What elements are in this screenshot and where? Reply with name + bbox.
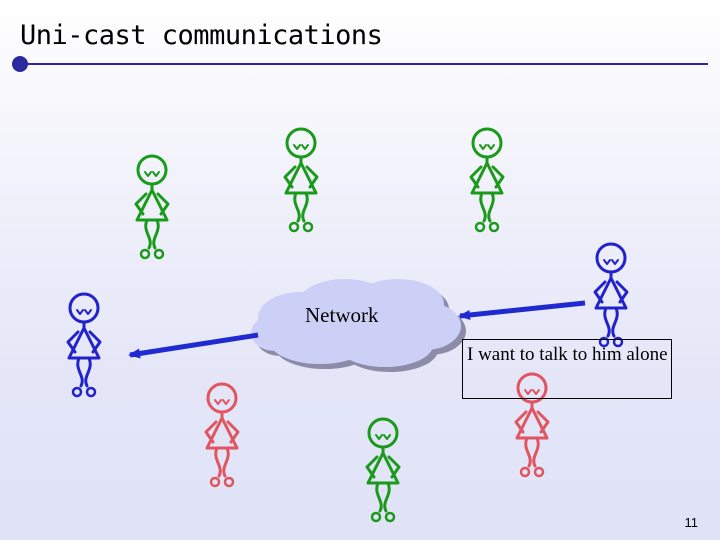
network-cloud xyxy=(251,279,466,372)
person-figure-group-member xyxy=(283,127,319,233)
person-figure-sender xyxy=(593,242,629,348)
person-figure-non-member xyxy=(514,372,550,478)
speech-callout-box xyxy=(462,339,672,399)
network-label: Network xyxy=(305,303,379,327)
arrow-sender-to-network xyxy=(458,300,586,320)
person-figure-group-member xyxy=(365,417,401,523)
speech-callout-text: I want to talk to him alone xyxy=(467,344,668,365)
person-figure-group-member xyxy=(469,127,505,233)
slide-title: Uni-cast communications xyxy=(20,20,383,51)
person-figure-receiver xyxy=(66,292,102,398)
title-underline xyxy=(12,56,708,72)
person-figure-non-member xyxy=(204,382,240,488)
page-number: 11 xyxy=(684,515,699,530)
arrow-network-to-receiver xyxy=(128,332,259,359)
person-figure-group-member xyxy=(134,154,170,260)
